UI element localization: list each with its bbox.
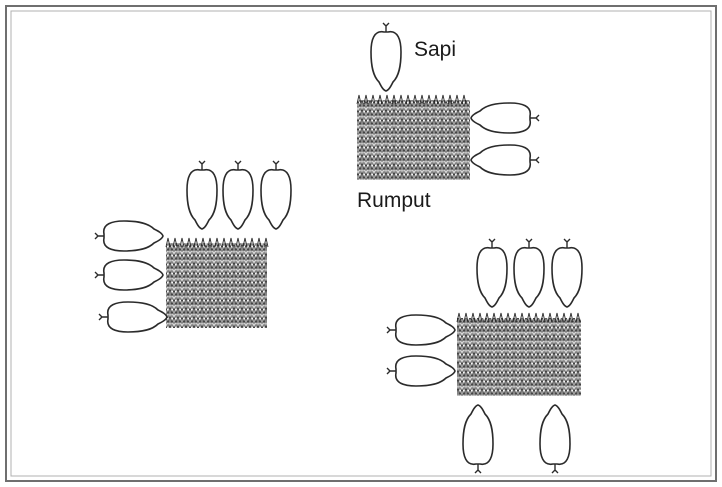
cow-top-right-1: [471, 103, 539, 133]
cow-top-1: [371, 23, 401, 91]
cow-label: Sapi: [414, 38, 456, 61]
cow-right-top-1: [477, 239, 507, 307]
grass-patch-top: [357, 95, 470, 180]
cow-left-side-3: [99, 302, 167, 332]
cow-right-bottom-1: [463, 405, 493, 473]
cow-right-top-2: [514, 239, 544, 307]
cow-top-right-2: [471, 145, 539, 175]
grass-patch-left: [166, 238, 268, 328]
cow-right-top-3: [552, 239, 582, 307]
cow-right-side-2: [387, 356, 455, 386]
cow-left-side-1: [95, 221, 163, 251]
cow-right-side-1: [387, 315, 455, 345]
cow-left-top-3: [261, 161, 291, 229]
grass-patch-right: [457, 313, 581, 396]
cow-left-top-1: [187, 161, 217, 229]
cow-left-side-2: [95, 260, 163, 290]
cow-left-top-2: [223, 161, 253, 229]
cow-right-bottom-2: [540, 405, 570, 473]
grass-label: Rumput: [357, 189, 431, 212]
